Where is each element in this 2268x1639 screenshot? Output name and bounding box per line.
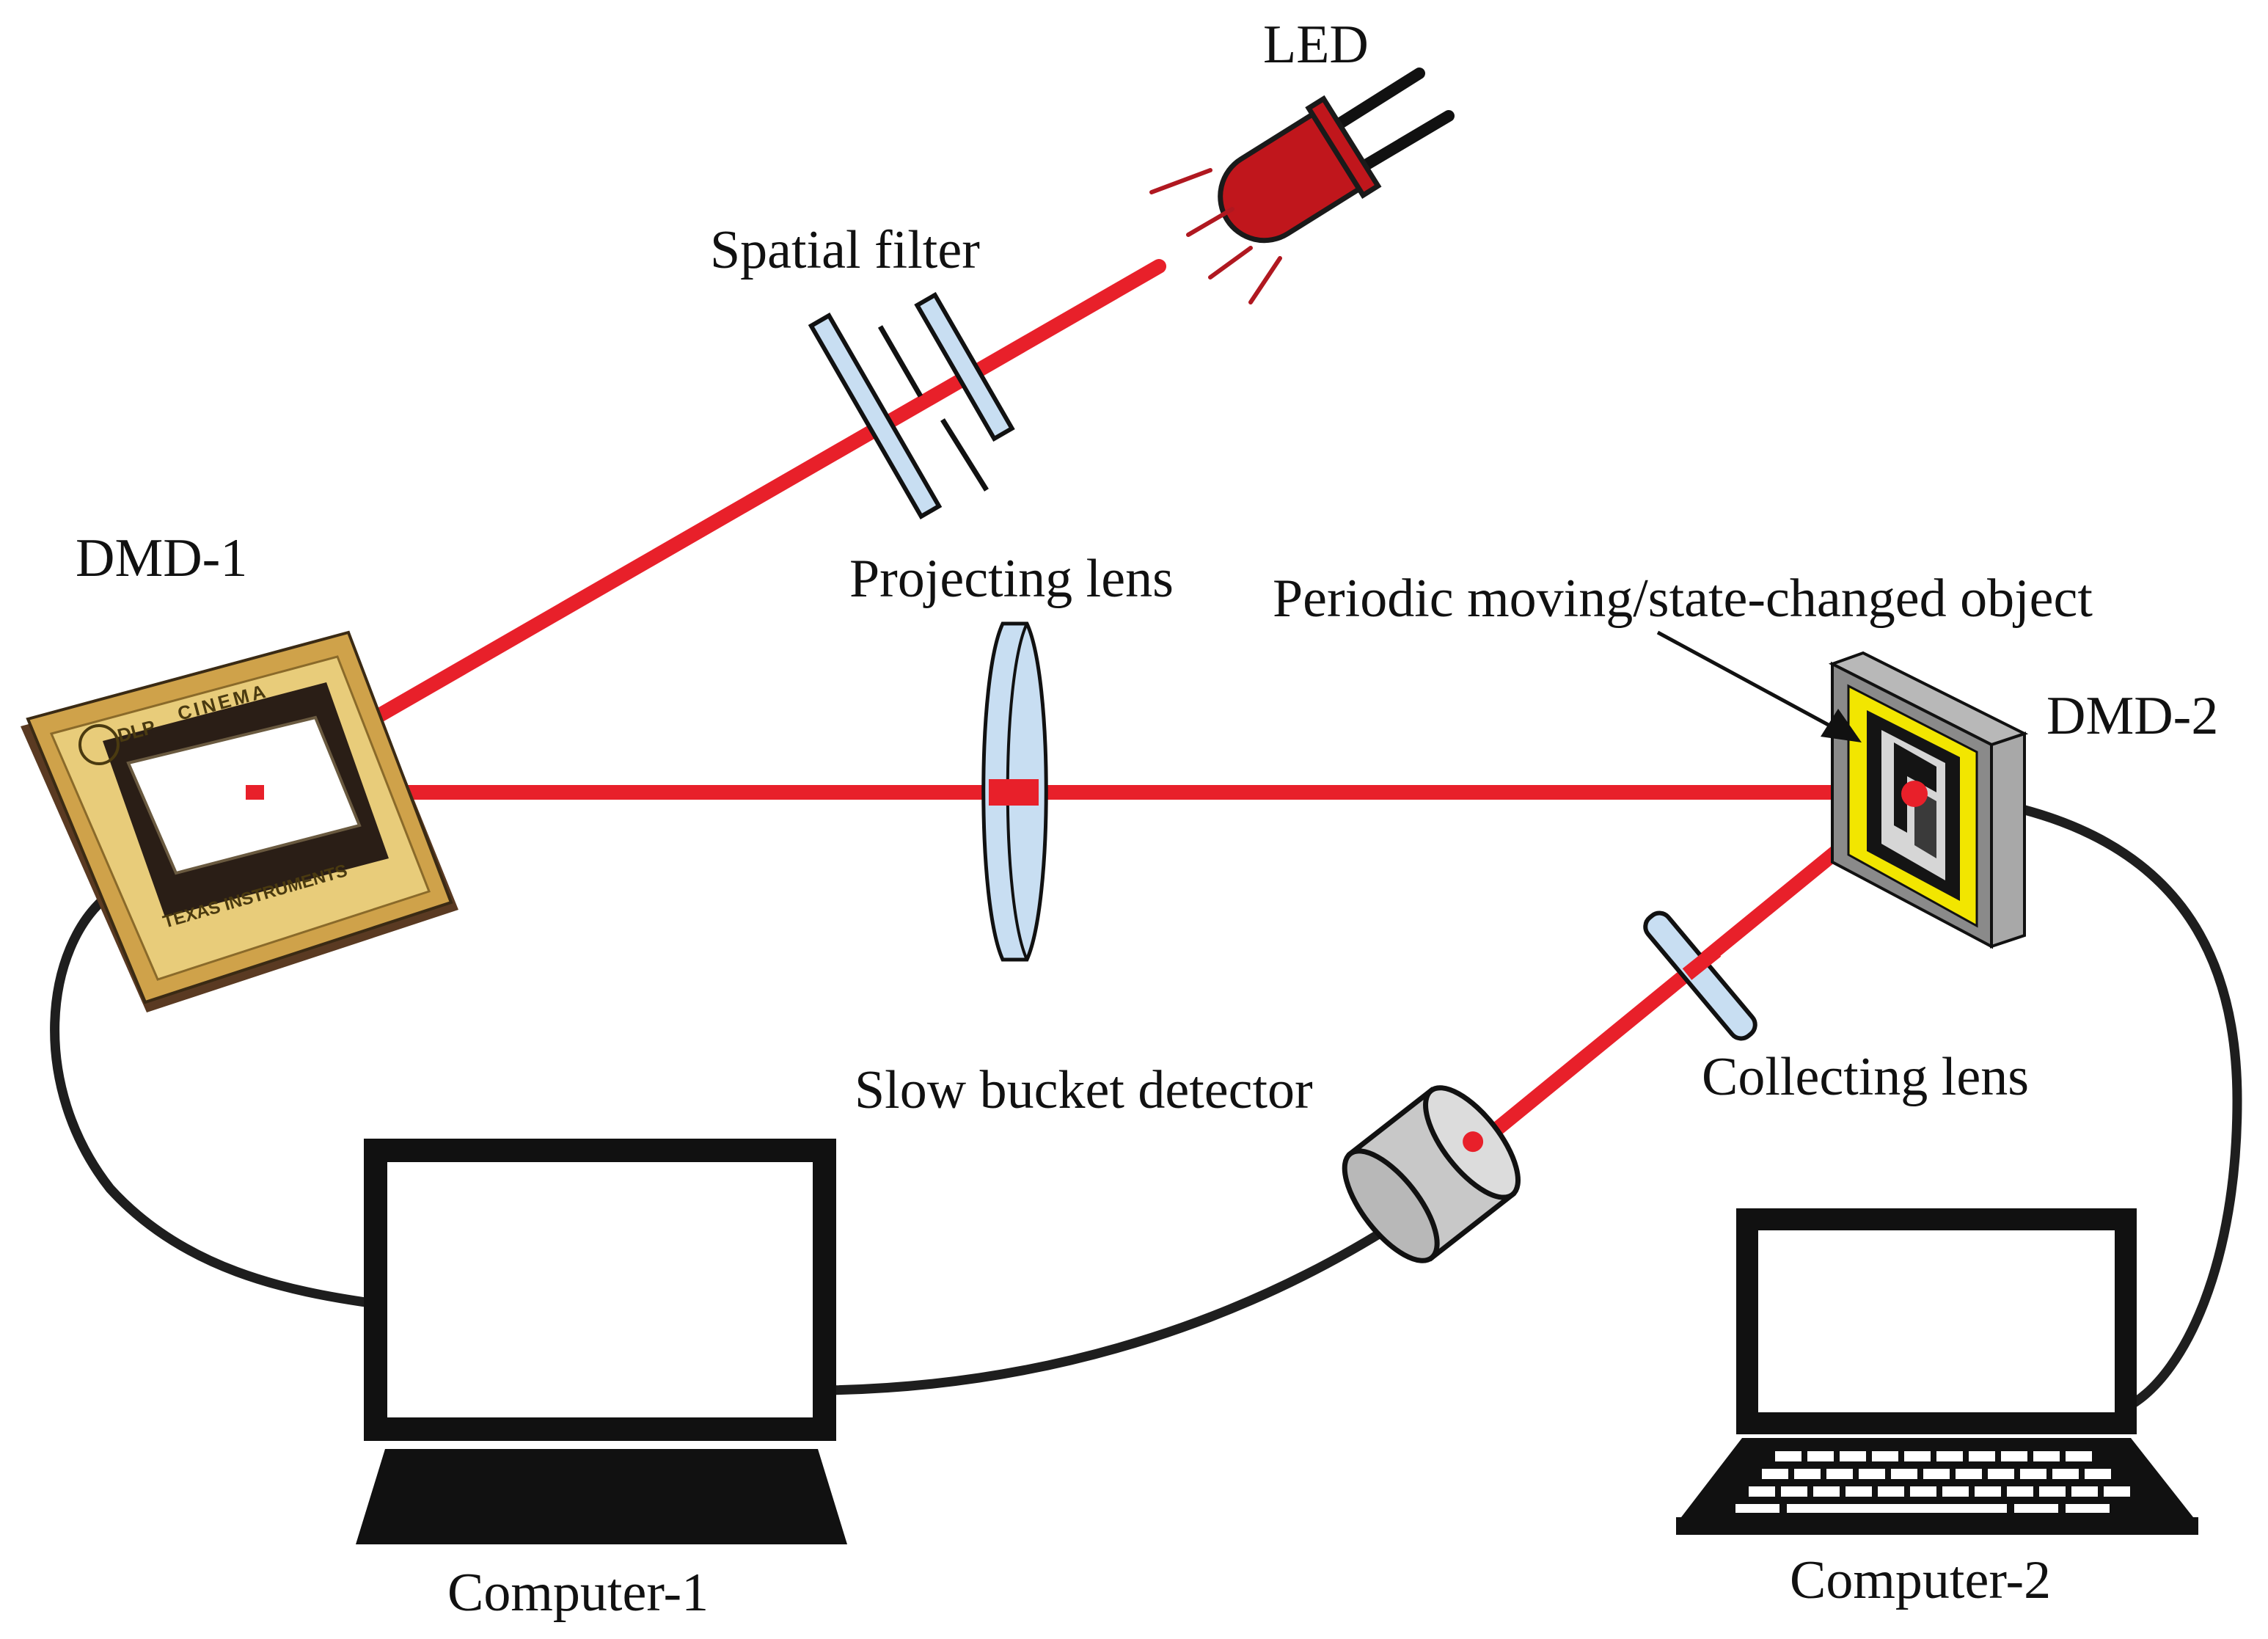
- label-dmd2: DMD-2: [2046, 686, 2218, 746]
- spatial-filter-icon: [808, 291, 1015, 520]
- beam-led-to-dmd1: [238, 259, 1166, 800]
- chip-logo: [78, 724, 120, 765]
- led: [1149, 67, 1455, 304]
- laptop-keyboard-icon: [1735, 1451, 2130, 1513]
- label-slow-bucket-detector: Slow bucket detector: [855, 1060, 1313, 1120]
- light-beams: [238, 259, 1922, 1136]
- label-periodic-object: Periodic moving/state-changed object: [1273, 569, 2093, 629]
- label-spatial-filter: Spatial filter: [710, 220, 980, 280]
- computer2-screen: [1736, 1208, 2137, 1434]
- label-led: LED: [1263, 15, 1369, 75]
- label-projecting-lens: Projecting lens: [849, 549, 1174, 609]
- label-computer1: Computer-1: [447, 1563, 709, 1623]
- led-icon: [1218, 95, 1382, 244]
- label-computer2: Computer-2: [1790, 1550, 2051, 1610]
- collecting-lens-icon: [1643, 910, 1757, 1041]
- dmd-chip-icon: DLP CINEMA TEXAS INSTRUMENTS: [21, 630, 458, 1012]
- led-lead-2: [1347, 110, 1455, 178]
- labels: LED Spatial filter DMD-1 Projecting lens…: [76, 15, 2218, 1623]
- laptop-icon: [356, 1139, 847, 1544]
- laptop-icon-2: [1676, 1208, 2198, 1535]
- led-emission-rays: [1149, 168, 1282, 304]
- cable-dmd1-computer1: [50, 890, 381, 1309]
- bucket-detector-icon: [1342, 1085, 1521, 1263]
- computer1-screen: [364, 1139, 836, 1441]
- label-dmd1: DMD-1: [76, 528, 247, 588]
- label-collecting-lens: Collecting lens: [1702, 1047, 2029, 1107]
- object-pointer-arrow: [1656, 630, 1862, 742]
- dmd-device-icon: [1828, 651, 2029, 949]
- cables: [50, 802, 2242, 1410]
- cable-dmd2-computer2: [2008, 802, 2242, 1410]
- projecting-lens-icon: [981, 621, 1048, 962]
- cable-computer1-detector: [820, 1205, 1421, 1395]
- computer1-base: [356, 1449, 847, 1544]
